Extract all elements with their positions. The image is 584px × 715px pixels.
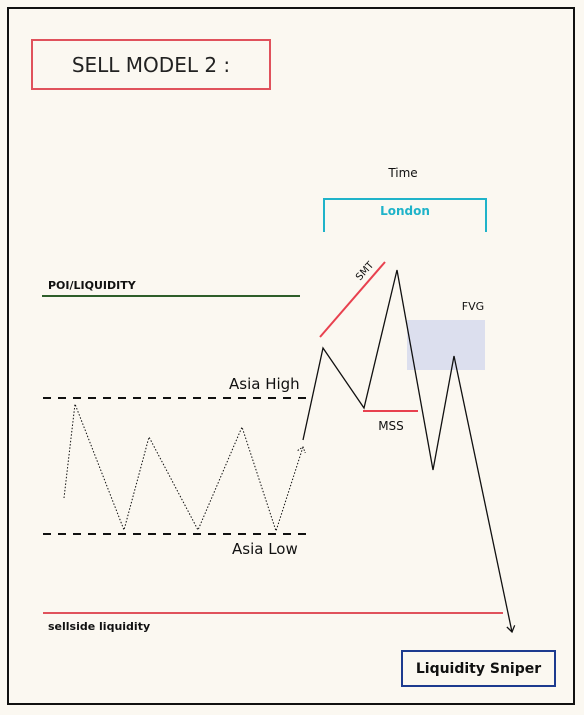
poi-liquidity-label: POI/LIQUIDITY	[48, 279, 137, 292]
fvg-label: FVG	[462, 300, 484, 313]
london-price-path	[302, 269, 516, 634]
london-label: London	[380, 204, 430, 218]
model-title: SELL MODEL 2 :	[31, 39, 271, 90]
smt-label: SMT	[354, 259, 377, 283]
asia-low-label: Asia Low	[232, 540, 298, 558]
brand-label: Liquidity Sniper	[401, 650, 556, 687]
smt-line	[319, 261, 386, 338]
asia-range-price-path	[63, 403, 306, 533]
fvg-zone	[407, 320, 485, 370]
sellside-liquidity-label: sellside liquidity	[48, 620, 150, 633]
mss-label: MSS	[378, 419, 404, 433]
asia-high-label: Asia High	[229, 375, 300, 393]
london-session-bracket	[323, 198, 487, 232]
time-label: Time	[387, 166, 417, 180]
